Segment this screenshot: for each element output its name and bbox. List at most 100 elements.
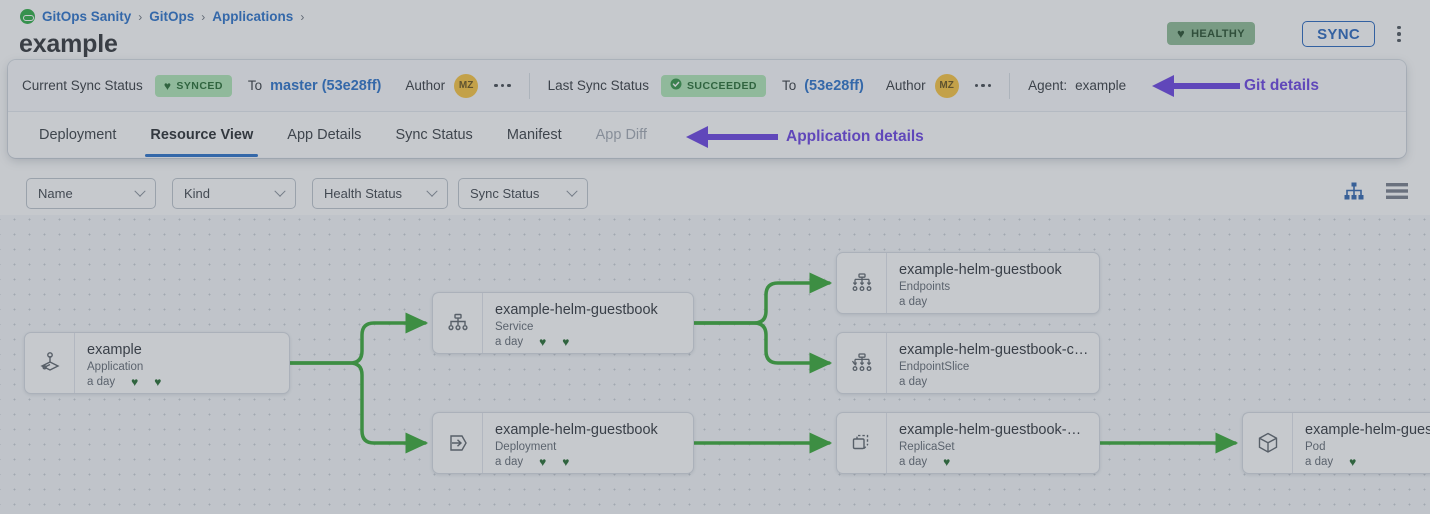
graph-node-endpoints[interactable]: example-helm-guestbook Endpoints a day [836,252,1100,314]
tab-app-diff[interactable]: App Diff [579,112,664,157]
last-sync-more-icon[interactable] [974,83,992,88]
argo-application-icon [25,333,75,393]
replicaset-icon [837,413,887,473]
tab-label: Sync Status [395,126,473,143]
sync-heart-icon: ♥ [154,375,162,390]
node-name: example-helm-guestbook [495,422,658,438]
check-circle-icon [670,78,682,93]
deployment-icon [433,413,483,473]
last-sync-status-pill: SUCCEEDED [660,74,766,97]
last-to-label: To [781,78,797,93]
node-age: a day [899,456,928,469]
avatar[interactable]: MZ [934,73,959,98]
filter-name-label: Name [38,186,73,201]
current-to-label: To [247,78,263,93]
node-kind: Service [495,321,534,334]
tree-view-icon[interactable] [1344,182,1364,205]
node-kind: Application [87,361,144,374]
last-sync-status-pill-label: SUCCEEDED [686,79,757,92]
tab-manifest[interactable]: Manifest [490,112,579,157]
health-heart-icon: ♥ [943,455,951,470]
tab-label: App Details [287,126,362,143]
heart-icon: ♥ [1176,26,1186,41]
last-author-label: Author [885,78,926,93]
gitops-logo-icon [20,9,35,24]
divider [1009,72,1011,99]
node-name: example-helm-guestbook [495,302,658,318]
current-sync-status-pill-label: SYNCED [176,79,223,92]
tab-label: Deployment [39,126,117,143]
breadcrumb-item-applications[interactable]: Applications [212,9,294,24]
current-sync-status-pill: ♥ SYNCED [154,74,232,97]
health-heart-icon: ♥ [131,375,139,390]
more-options-icon[interactable] [1390,22,1408,46]
node-name: example-helm-guestbook-ct... [899,342,1089,358]
health-heart-icon: ♥ [539,455,547,470]
node-name: example-helm-guest [1305,422,1430,438]
breadcrumb-item-gitops-sanity[interactable]: GitOps Sanity [42,9,132,24]
breadcrumb: GitOps Sanity › GitOps › Applications › [20,9,304,24]
chevron-down-icon [274,185,286,197]
chevron-down-icon [566,185,578,197]
sync-button[interactable]: SYNC [1302,21,1375,47]
node-kind: EndpointSlice [899,361,970,374]
tab-app-details[interactable]: App Details [270,112,378,157]
annotation-label-application-details: Application details [786,128,924,145]
current-author-label: Author [405,78,446,93]
health-heart-icon: ♥ [1349,455,1357,470]
annotation-label-git-details: Git details [1244,77,1319,94]
health-heart-icon: ♥ [539,335,547,350]
node-name: example [87,342,142,358]
filter-health-status[interactable]: Health Status [312,178,448,209]
breadcrumb-separator-icon: › [201,9,206,24]
filter-kind-label: Kind [184,186,211,201]
graph-node-application[interactable]: example Application a day ♥ ♥ [24,332,290,394]
sync-heart-icon: ♥ [562,455,570,470]
tab-sync-status[interactable]: Sync Status [378,112,489,157]
node-age: a day [1305,456,1334,469]
node-age: a day [495,456,524,469]
page-header: GitOps Sanity › GitOps › Applications › … [0,0,1430,62]
last-revision-link[interactable]: (53e28ff) [804,77,864,94]
tab-label: Manifest [506,126,562,143]
graph-node-pod[interactable]: example-helm-guest Pod a day ♥ [1242,412,1430,474]
filter-kind[interactable]: Kind [172,178,296,209]
view-mode-toggle [1344,182,1408,205]
last-sync-status-label: Last Sync Status [547,78,649,93]
health-badge-label: HEALTHY [1191,27,1245,40]
filter-health-status-label: Health Status [324,186,403,201]
heart-icon: ♥ [163,78,172,93]
endpointslice-icon [837,333,887,393]
current-revision-link[interactable]: master (53e28ff) [270,77,382,94]
page-title: example [19,30,118,58]
graph-node-service[interactable]: example-helm-guestbook Service a day ♥ ♥ [432,292,694,354]
node-kind: Deployment [495,441,557,454]
current-sync-more-icon[interactable] [494,83,511,88]
node-age: a day [899,376,928,389]
node-kind: Endpoints [899,281,951,294]
node-age: a day [87,376,116,389]
graph-node-endpointslice[interactable]: example-helm-guestbook-ct... EndpointSli… [836,332,1100,394]
filter-sync-status-label: Sync Status [470,186,540,201]
breadcrumb-separator-icon: › [300,9,305,24]
filter-name[interactable]: Name [26,178,156,209]
chevron-down-icon [134,185,146,197]
list-view-icon[interactable] [1386,182,1408,205]
node-kind: ReplicaSet [899,441,955,454]
graph-node-deployment[interactable]: example-helm-guestbook Deployment a day … [432,412,694,474]
annotation-arrow-git-details [1152,75,1240,97]
breadcrumb-item-gitops[interactable]: GitOps [149,9,195,24]
avatar[interactable]: MZ [454,73,479,98]
graph-node-replicaset[interactable]: example-helm-guestbook-74... ReplicaSet … [836,412,1100,474]
node-kind: Pod [1305,441,1326,454]
breadcrumb-separator-icon: › [138,9,143,24]
chevron-down-icon [426,185,438,197]
current-sync-status-label: Current Sync Status [22,78,143,93]
tab-label: Resource View [150,126,254,143]
sync-heart-icon: ♥ [562,335,570,350]
agent-label: Agent: [1028,78,1068,93]
tab-resource-view[interactable]: Resource View [133,112,270,157]
node-age: a day [495,336,524,349]
filter-sync-status[interactable]: Sync Status [458,178,588,209]
tab-deployment[interactable]: Deployment [22,112,133,157]
